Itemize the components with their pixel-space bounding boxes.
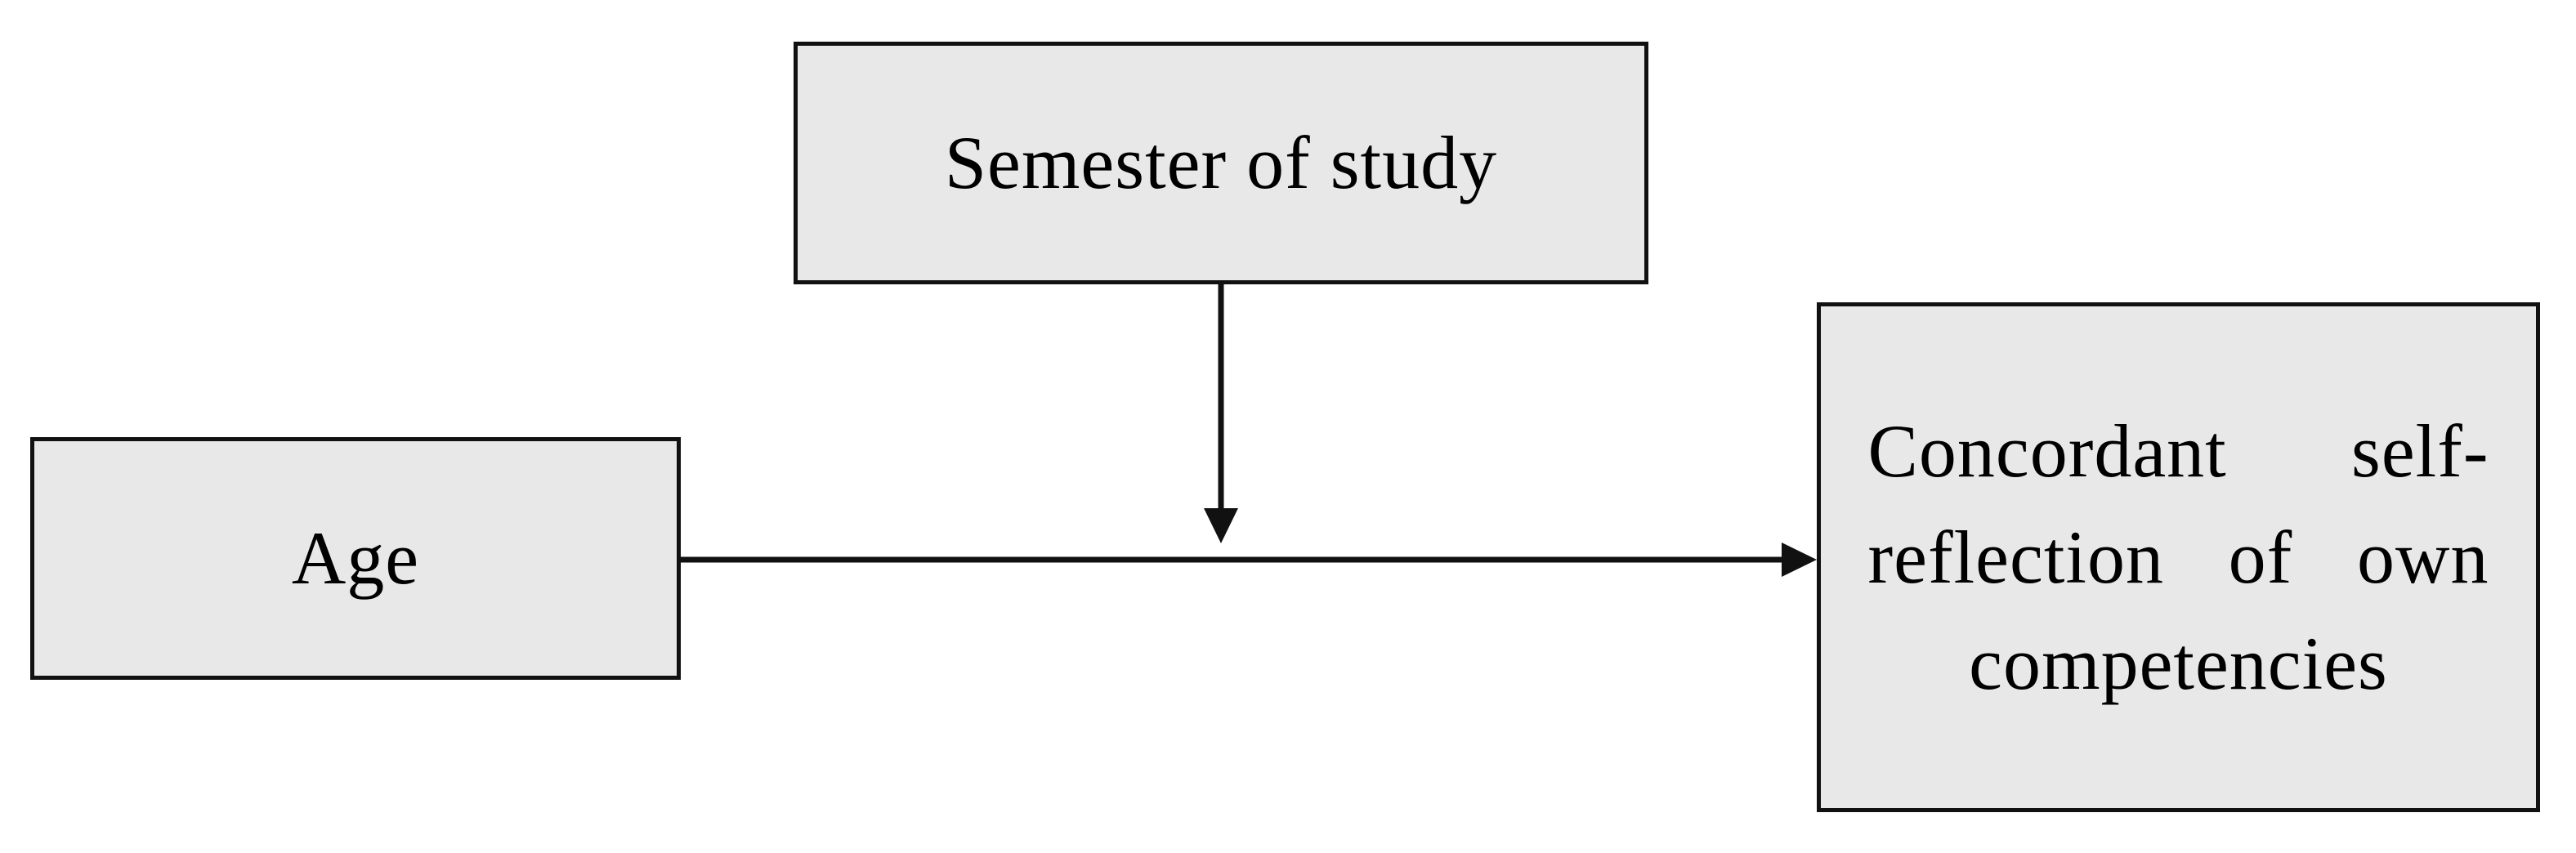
outcome-label-line-3: competencies: [1969, 622, 2388, 705]
arrowhead-moderation: [1204, 508, 1238, 543]
moderator-label: Semester of study: [944, 121, 1498, 205]
outcome-label-line-2: reflection of own: [1867, 516, 2489, 599]
outcome-node: Concordant self- reflection of own compe…: [1817, 302, 2540, 812]
moderator-node: Semester of study: [794, 42, 1648, 284]
outcome-label: Concordant self- reflection of own compe…: [1868, 398, 2489, 717]
predictor-node: Age: [30, 437, 681, 680]
arrowhead-outcome: [1782, 543, 1817, 577]
outcome-label-line-1: Concordant self-: [1867, 409, 2489, 493]
predictor-label: Age: [291, 516, 420, 601]
